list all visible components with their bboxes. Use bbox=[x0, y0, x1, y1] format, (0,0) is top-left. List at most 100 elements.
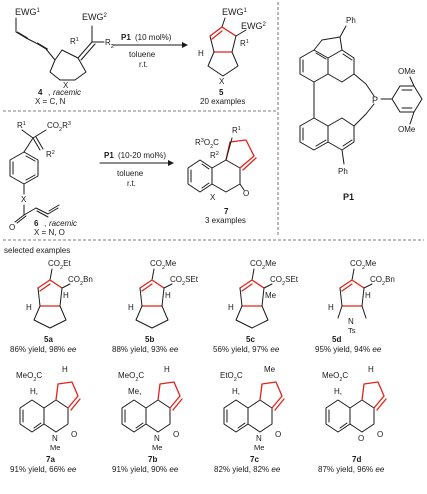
svg-text:Ts: Ts bbox=[348, 326, 356, 335]
svg-text:CO2Me: CO2Me bbox=[250, 259, 277, 271]
svg-text:56% yield, 97% ee: 56% yield, 97% ee bbox=[213, 345, 280, 354]
svg-text:87% yield, 96% ee: 87% yield, 96% ee bbox=[318, 465, 385, 474]
svg-text:EWG1: EWG1 bbox=[222, 7, 248, 17]
svg-text:82% yield, 82% ee: 82% yield, 82% ee bbox=[214, 465, 281, 474]
svg-text:6: 6 bbox=[34, 219, 39, 228]
svg-text:r.t.: r.t. bbox=[127, 179, 136, 188]
svg-text:7b: 7b bbox=[148, 455, 157, 464]
svg-text:Me: Me bbox=[264, 365, 276, 374]
svg-text:N: N bbox=[256, 434, 262, 443]
svg-text:Me: Me bbox=[265, 291, 277, 300]
svg-text:H: H bbox=[368, 365, 374, 374]
catalyst-p1: Ph Ph P OMe OMe P1 bbox=[299, 16, 423, 202]
svg-text:95% yield, 94% ee: 95% yield, 94% ee bbox=[315, 345, 382, 354]
svg-text:racemic: racemic bbox=[53, 88, 81, 97]
svg-text:H: H bbox=[165, 291, 171, 300]
svg-text:CO2SEt: CO2SEt bbox=[270, 275, 299, 287]
svg-text:O: O bbox=[243, 189, 249, 198]
svg-text:Me: Me bbox=[50, 443, 60, 452]
reaction-arrow-bottom: P1 (10-20 mol%) toluene r.t. bbox=[99, 151, 174, 188]
reaction-arrow-top: P1 (10 mol%) toluene r.t. bbox=[112, 33, 188, 69]
svg-text:86% yield, 98% ee: 86% yield, 98% ee bbox=[10, 345, 77, 354]
example-7b: MeO2C H Me, N Me O 7b 91% yield, 90% ee bbox=[112, 365, 183, 474]
example-5b: CO2Me CO2SEt H H 5b 88% yield, 93% ee bbox=[112, 259, 199, 354]
svg-text:CO2Et: CO2Et bbox=[48, 259, 71, 271]
svg-text:MeO2C: MeO2C bbox=[322, 371, 348, 383]
example-5c: CO2Me CO2SEt Me H 5c 56% yield, 97% ee bbox=[213, 259, 299, 354]
svg-text:X: X bbox=[63, 81, 69, 90]
svg-text:91% yield, 66% ee: 91% yield, 66% ee bbox=[10, 465, 77, 474]
svg-text:R1: R1 bbox=[17, 121, 26, 130]
svg-text:H: H bbox=[198, 49, 204, 58]
compound-4: EWG1 X R1 EWG2 R2 4 , racemic X = C, N bbox=[15, 7, 114, 106]
compound-5: EWG1 X H EWG2 R1 5 20 examples bbox=[198, 7, 267, 106]
svg-text:Me: Me bbox=[254, 443, 264, 452]
svg-text:R3O2C: R3O2C bbox=[195, 138, 219, 150]
svg-text:H,: H, bbox=[232, 387, 240, 396]
svg-text:P1: P1 bbox=[104, 151, 114, 160]
svg-text:H: H bbox=[128, 303, 134, 312]
svg-text:OMe: OMe bbox=[398, 125, 416, 134]
svg-text:Ph: Ph bbox=[346, 16, 356, 25]
svg-text:X: X bbox=[219, 77, 225, 86]
svg-text:H: H bbox=[228, 303, 234, 312]
svg-text:EWG2: EWG2 bbox=[82, 12, 108, 22]
selected-heading: selected examples bbox=[4, 246, 70, 255]
svg-text:5: 5 bbox=[219, 88, 224, 97]
svg-text:O: O bbox=[71, 430, 77, 439]
example-7d: MeO2C H H, O O 7d 87% yield, 96% ee bbox=[318, 365, 387, 474]
svg-text:CO2R3: CO2R3 bbox=[47, 121, 71, 133]
svg-text:CO2Me: CO2Me bbox=[350, 259, 377, 271]
svg-text:,: , bbox=[48, 88, 50, 97]
svg-text:MeO2C: MeO2C bbox=[16, 371, 42, 383]
svg-text:r.t.: r.t. bbox=[139, 60, 148, 69]
svg-text:EWG2: EWG2 bbox=[241, 21, 267, 31]
svg-text:5a: 5a bbox=[44, 335, 53, 344]
svg-text:N: N bbox=[154, 434, 160, 443]
svg-text:O: O bbox=[9, 223, 15, 232]
svg-text:O: O bbox=[358, 434, 364, 443]
svg-text:toluene: toluene bbox=[129, 50, 156, 59]
example-5a: CO2Et CO2Bn H H 5a 86% yield, 98% ee bbox=[10, 259, 93, 354]
svg-text:5c: 5c bbox=[246, 335, 255, 344]
svg-text:Me: Me bbox=[152, 443, 162, 452]
example-7a: MeO2C H H, N Me O 7a 91% yield, 66% ee bbox=[10, 365, 81, 474]
svg-text:MeO2C: MeO2C bbox=[118, 371, 144, 383]
svg-text:R1: R1 bbox=[232, 126, 241, 135]
svg-text:3 examples: 3 examples bbox=[205, 216, 246, 225]
svg-text:,: , bbox=[44, 219, 46, 228]
svg-text:R1: R1 bbox=[240, 39, 249, 48]
svg-text:O: O bbox=[377, 430, 383, 439]
svg-text:20 examples: 20 examples bbox=[200, 97, 245, 106]
svg-text:P1: P1 bbox=[121, 33, 131, 42]
svg-text:X: X bbox=[210, 193, 216, 202]
svg-text:H,: H, bbox=[334, 387, 342, 396]
svg-text:N: N bbox=[348, 317, 354, 326]
svg-text:EWG1: EWG1 bbox=[15, 7, 41, 17]
svg-text:OMe: OMe bbox=[398, 67, 416, 76]
svg-text:H: H bbox=[26, 303, 32, 312]
svg-text:H: H bbox=[164, 365, 170, 374]
svg-text:O: O bbox=[275, 430, 281, 439]
svg-text:H: H bbox=[328, 303, 334, 312]
svg-text:7c: 7c bbox=[250, 455, 259, 464]
example-5d: CO2Me CO2Bn H N Ts H 5d 95% yield, 94% e… bbox=[315, 259, 395, 354]
svg-text:X = N, O: X = N, O bbox=[34, 228, 65, 237]
svg-text:7a: 7a bbox=[46, 455, 55, 464]
svg-text:7d: 7d bbox=[352, 455, 361, 464]
svg-text:CO2Me: CO2Me bbox=[150, 259, 177, 271]
svg-text:91% yield, 90% ee: 91% yield, 90% ee bbox=[112, 465, 179, 474]
svg-text:H,: H, bbox=[30, 387, 38, 396]
svg-text:X: X bbox=[21, 195, 27, 204]
svg-text:EtO2C: EtO2C bbox=[220, 371, 243, 383]
svg-text:CO2SEt: CO2SEt bbox=[170, 275, 199, 287]
svg-text:H: H bbox=[365, 291, 371, 300]
svg-text:Me,: Me, bbox=[128, 387, 141, 396]
svg-text:88% yield, 93% ee: 88% yield, 93% ee bbox=[112, 345, 179, 354]
svg-text:R2: R2 bbox=[105, 38, 114, 50]
svg-text:Ph: Ph bbox=[338, 167, 348, 176]
svg-text:O: O bbox=[173, 430, 179, 439]
svg-text:toluene: toluene bbox=[117, 169, 144, 178]
svg-text:5d: 5d bbox=[332, 335, 341, 344]
